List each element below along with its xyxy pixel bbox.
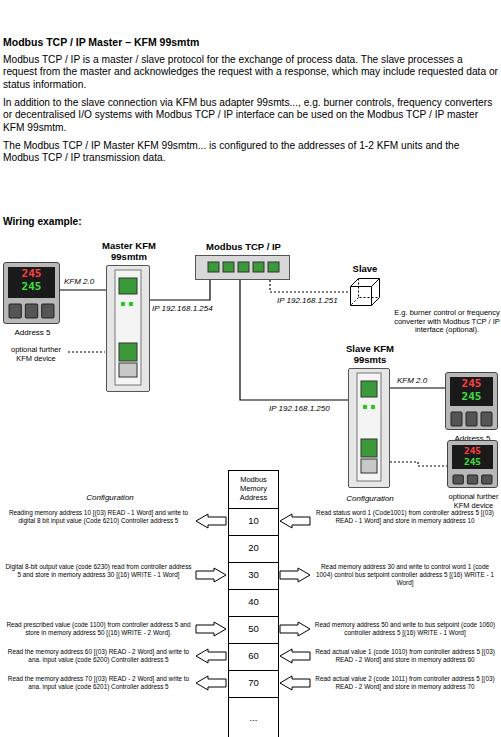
node-heading: Slave	[345, 263, 385, 274]
display-screen: 245245	[8, 267, 55, 298]
connector-label: IP 192.168.1.250	[268, 404, 331, 413]
switch-port	[223, 262, 234, 272]
switch-illustration	[196, 256, 289, 279]
paragraph: Modbus TCP / IP is a master / slave prot…	[3, 54, 498, 91]
network-switch: Modbus TCP / IP	[195, 255, 290, 280]
table-cell: 60	[229, 650, 278, 662]
note-label: Read the memory address 60 [(03) READ - …	[4, 648, 193, 664]
table-cell: 20	[229, 542, 278, 554]
table-cell: 70	[229, 677, 278, 689]
address-caption: optional further KFM device	[447, 492, 501, 510]
table-cell: 10	[229, 515, 278, 527]
switch-port	[208, 262, 219, 272]
paragraph: In addition to the slave connection via …	[3, 97, 498, 134]
bus-port	[119, 363, 137, 377]
node-heading: Slave KFM 99smts	[339, 343, 401, 365]
ethernet-port	[119, 278, 137, 294]
connector	[60, 289, 106, 290]
display-digits: 245	[452, 445, 493, 456]
display-digits: 245	[8, 280, 55, 293]
key-button	[9, 304, 21, 318]
bus-module: Slave KFM 99smts	[348, 368, 390, 488]
display-screen: 245245	[452, 445, 493, 469]
block-arrows	[196, 514, 310, 690]
led	[363, 405, 367, 409]
display-digits: 245	[452, 456, 493, 467]
connector	[150, 280, 210, 300]
display-digits: 245	[450, 377, 493, 390]
connector	[390, 387, 445, 388]
key-button	[451, 412, 462, 426]
switch-port	[253, 262, 264, 272]
kfm-display: 245245Address 5	[445, 372, 498, 430]
key-button	[453, 475, 463, 484]
note-label: Wiring example:	[3, 216, 203, 228]
bus-port	[361, 459, 377, 473]
cube-outline	[351, 279, 380, 306]
display-digits: 245	[8, 267, 55, 280]
switch-port	[268, 262, 279, 272]
connector	[240, 280, 348, 400]
bus-module: Master KFM 99smtm	[106, 265, 150, 392]
kfm-display: 245245Address 5	[3, 262, 60, 324]
key-button	[42, 304, 54, 318]
key-button	[467, 475, 477, 484]
bus-port	[361, 439, 377, 457]
connector-label: IP 192.168.1.254	[151, 304, 214, 313]
switch-port	[238, 262, 249, 272]
note-label: Read actual value 1 (code 1010) from con…	[312, 648, 498, 664]
note-label: Digital 8-bit output value (code 6230) r…	[4, 563, 193, 579]
connector	[270, 280, 350, 292]
bus-port	[119, 343, 137, 361]
cube-illustration	[350, 278, 380, 306]
display-screen: 245245	[450, 377, 493, 406]
note-label: E.g. burner control or frequency convert…	[394, 309, 500, 335]
table-cell: 40	[229, 596, 278, 608]
memory-table	[229, 471, 279, 737]
ethernet-port	[361, 381, 377, 397]
kfm-display: 245245optional further KFM device	[447, 440, 498, 488]
note-label: Configuration	[320, 494, 420, 504]
module-illustration	[349, 369, 389, 487]
connector	[390, 462, 447, 466]
module-illustration	[107, 266, 149, 391]
note-label: Configuration	[40, 493, 180, 503]
table-cell: 30	[229, 569, 278, 581]
table-cell: 50	[229, 623, 278, 635]
display-digits: 245	[450, 390, 493, 403]
table-cell: ...	[229, 712, 278, 724]
connector-label: KFM 2.0	[63, 277, 95, 286]
note-label: Read prescribed value (code 1100) from c…	[4, 621, 193, 637]
address-caption: Address 5	[1, 328, 65, 337]
paragraph: The Modbus TCP / IP Master KFM 99smtm...…	[3, 140, 498, 165]
note-label: Read actual value 2 (code 1011) from con…	[312, 675, 498, 691]
leader-line	[68, 351, 105, 352]
connector-label: KFM 2.0	[396, 376, 428, 385]
slave-device: Slave	[350, 278, 380, 306]
cube-hidden-edges	[351, 279, 380, 306]
node-heading: Master KFM 99smtm	[98, 240, 160, 262]
note-label: optional further KFM device	[6, 345, 66, 363]
note-label: Reading memory address 10 [(03) READ - 1…	[4, 509, 193, 525]
led	[121, 302, 125, 306]
note-label: Read memory address 30 and write to cont…	[312, 563, 498, 587]
module-front	[115, 270, 141, 385]
node-heading: Modbus TCP / IP	[189, 241, 299, 252]
table-cell: Modbus Memory Address	[229, 475, 278, 502]
led	[371, 405, 375, 409]
note-label: Read the memory address 70 [(03) READ - …	[4, 675, 193, 691]
led	[129, 302, 133, 306]
page-title: Modbus TCP / IP Master – KFM 99smtm	[3, 36, 498, 48]
table-rows	[228, 509, 279, 698]
key-button	[25, 304, 37, 318]
key-button	[481, 412, 492, 426]
note-label: Read memory address 50 and write to bus …	[312, 621, 498, 637]
module-front	[357, 373, 381, 481]
note-label: Read status word 1 (Code1001) from contr…	[312, 509, 498, 525]
key-button	[482, 475, 492, 484]
connector-label: IP 192.168.1.251	[276, 296, 339, 305]
key-button	[466, 412, 477, 426]
